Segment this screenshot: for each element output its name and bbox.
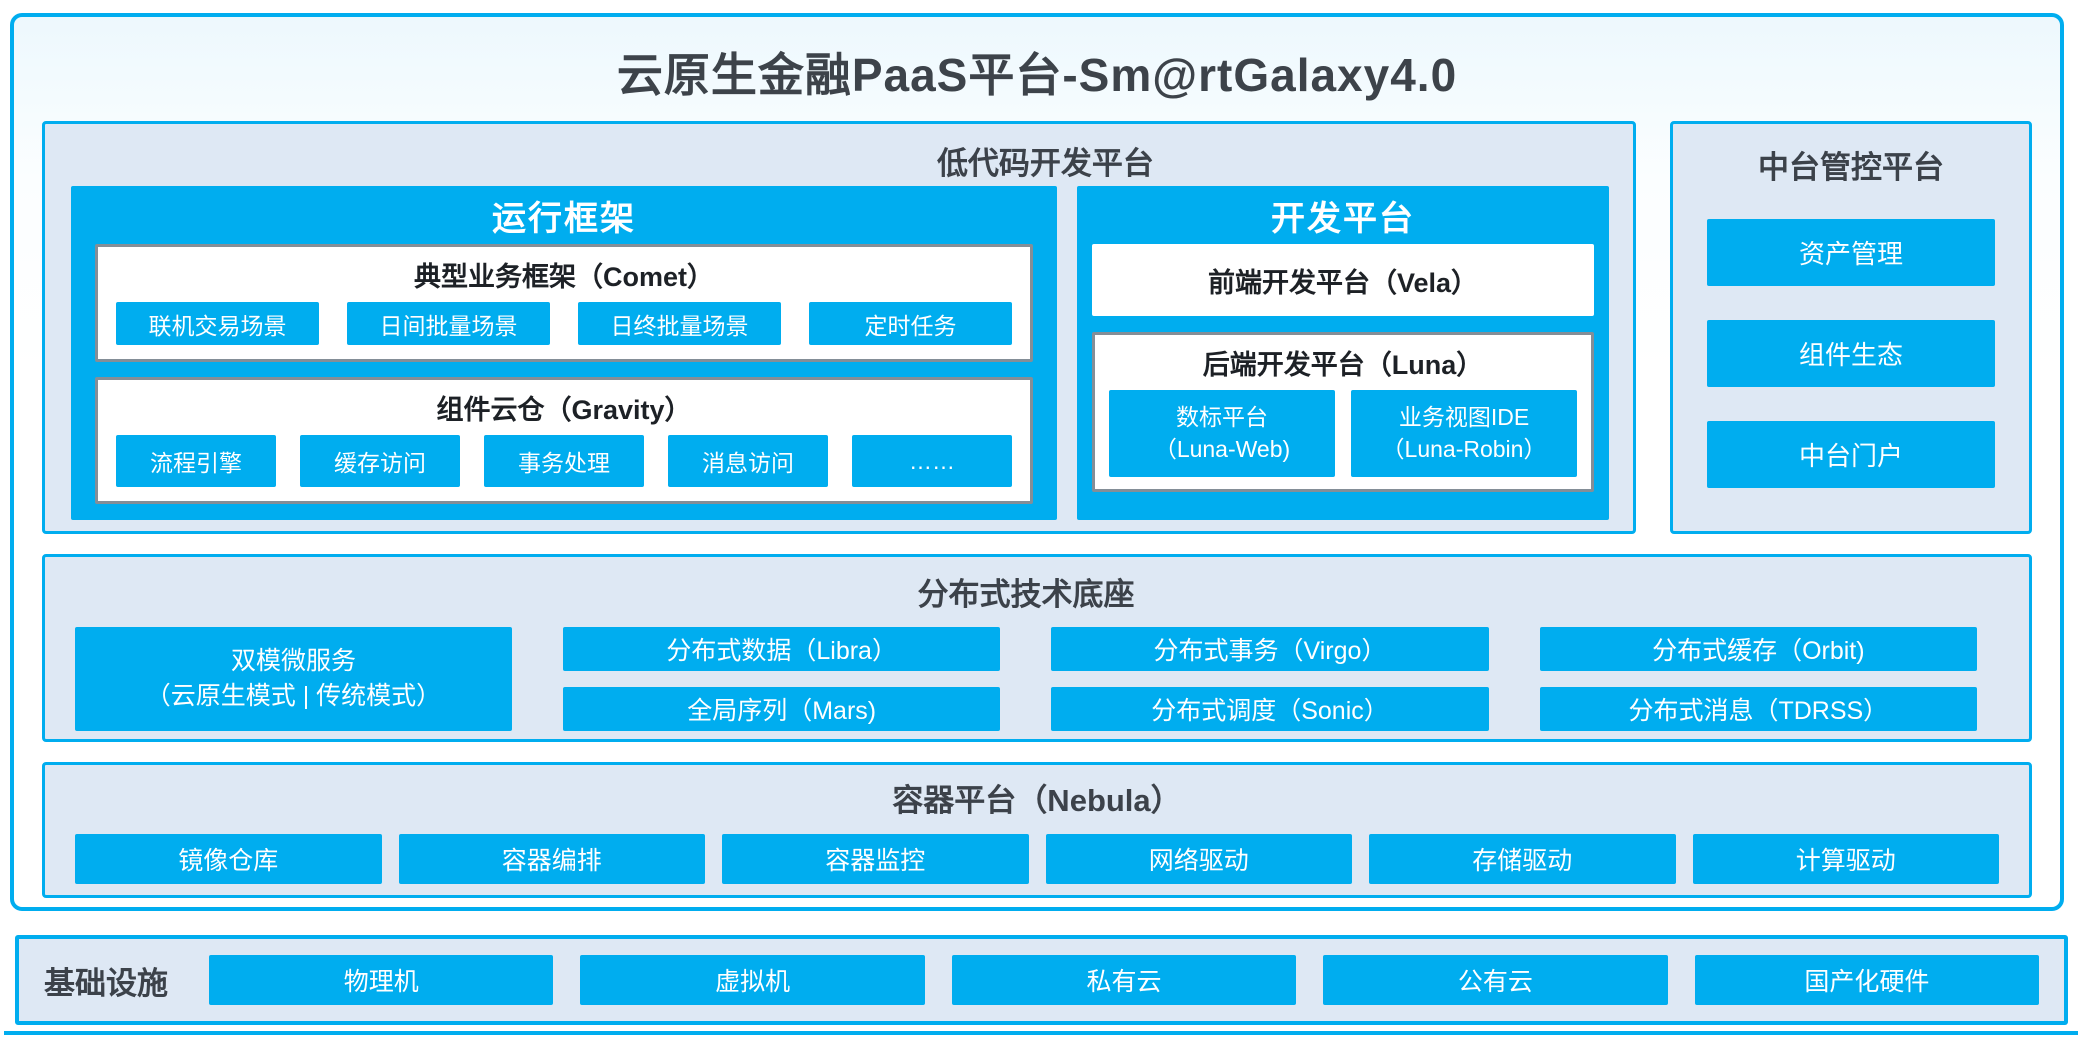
comet-item: 定时任务 — [809, 302, 1012, 345]
luna-robin-item: 业务视图IDE （Luna-Robin） — [1351, 390, 1577, 477]
luna-items-row: 数标平台 （Luna-Web) 业务视图IDE （Luna-Robin） — [1109, 390, 1577, 477]
luna-title: 后端开发平台（Luna） — [1202, 350, 1484, 380]
low-code-body: 运行框架 典型业务框架（Comet） 联机交易场景 日间批量场景 日终批量场景 … — [45, 124, 1633, 520]
distributed-base-title: 分布式技术底座 — [917, 577, 1135, 612]
runtime-framework-title: 运行框架 — [492, 200, 636, 238]
gravity-item: 缓存访问 — [300, 435, 460, 487]
gravity-item: 消息访问 — [668, 435, 828, 487]
gravity-item: 事务处理 — [484, 435, 644, 487]
gravity-title: 组件云仓（Gravity） — [436, 395, 692, 425]
distributed-item: 分布式事务（Virgo） — [1051, 627, 1489, 671]
distributed-item: 分布式调度（Sonic） — [1051, 687, 1489, 731]
infrastructure-panel: 基础设施 物理机 虚拟机 私有云 公有云 国产化硬件 — [15, 935, 2068, 1025]
infrastructure-item: 私有云 — [951, 955, 1297, 1005]
infrastructure-item: 虚拟机 — [580, 955, 925, 1005]
luna-web-item: 数标平台 （Luna-Web) — [1109, 390, 1335, 477]
infrastructure-item: 国产化硬件 — [1694, 955, 2040, 1005]
luna-web-line1: 数标平台 — [1176, 404, 1268, 431]
comet-framework-box: 典型业务框架（Comet） 联机交易场景 日间批量场景 日终批量场景 定时任务 — [95, 244, 1033, 362]
mid-platform-item: 组件生态 — [1707, 320, 1995, 387]
container-item: 容器监控 — [722, 834, 1029, 884]
mid-platform-title: 中台管控平台 — [1758, 150, 1944, 185]
gravity-items-row: 流程引擎 缓存访问 事务处理 消息访问 …… — [116, 435, 1012, 487]
gravity-item: 流程引擎 — [116, 435, 276, 487]
infrastructure-item: 物理机 — [209, 955, 554, 1005]
infrastructure-item: 公有云 — [1323, 955, 1668, 1005]
distributed-item: 分布式缓存（Orbit) — [1539, 627, 1977, 671]
mid-platform-item: 中台门户 — [1707, 421, 1995, 488]
dev-platform-box: 开发平台 前端开发平台（Vela） 后端开发平台（Luna） 数标平台 （Lun… — [1077, 186, 1609, 520]
infrastructure-items-row: 物理机 虚拟机 私有云 公有云 国产化硬件 — [209, 955, 2040, 1005]
dev-platform-title: 开发平台 — [1271, 200, 1415, 238]
infrastructure-title: 基础设施 — [44, 965, 168, 1001]
comet-item: 日终批量场景 — [578, 302, 781, 345]
luna-backend-box: 后端开发平台（Luna） 数标平台 （Luna-Web) 业务视图IDE （Lu… — [1092, 332, 1594, 492]
distributed-item: 全局序列（Mars) — [563, 687, 1001, 731]
comet-title: 典型业务框架（Comet） — [413, 262, 714, 292]
container-items-row: 镜像仓库 容器编排 容器监控 网络驱动 存储驱动 计算驱动 — [75, 834, 1999, 884]
distributed-grid: 双模微服务 （云原生模式 | 传统模式） 分布式数据（Libra） 分布式事务（… — [75, 627, 1977, 731]
bottom-accent-line — [4, 1031, 2078, 1035]
dual-mode-microservice-item: 双模微服务 （云原生模式 | 传统模式） — [75, 627, 512, 731]
container-item: 容器编排 — [398, 834, 705, 884]
luna-robin-line1: 业务视图IDE — [1398, 404, 1530, 431]
gravity-item-more: …… — [852, 435, 1012, 487]
runtime-framework-box: 运行框架 典型业务框架（Comet） 联机交易场景 日间批量场景 日终批量场景 … — [71, 186, 1057, 520]
page-title: 云原生金融PaaS平台-Sm@rtGalaxy4.0 — [616, 49, 1458, 101]
container-platform-title: 容器平台（Nebula） — [892, 783, 1182, 818]
sections-wrapper: 低代码开发平台 运行框架 典型业务框架（Comet） 联机交易场景 日间批量场景… — [14, 121, 2060, 898]
vela-frontend-label: 前端开发平台（Vela） — [1207, 267, 1479, 298]
mid-platform-item: 资产管理 — [1707, 219, 1995, 286]
distributed-item: 分布式数据（Libra） — [563, 627, 1001, 671]
vela-frontend-box: 前端开发平台（Vela） — [1092, 244, 1594, 316]
upper-row: 低代码开发平台 运行框架 典型业务框架（Comet） 联机交易场景 日间批量场景… — [42, 121, 2032, 534]
mid-platform-panel: 中台管控平台 资产管理 组件生态 中台门户 — [1670, 121, 2032, 534]
comet-item: 日间批量场景 — [347, 302, 550, 345]
gravity-warehouse-box: 组件云仓（Gravity） 流程引擎 缓存访问 事务处理 消息访问 …… — [95, 377, 1033, 504]
distributed-item: 分布式消息（TDRSS） — [1539, 687, 1977, 731]
container-item: 网络驱动 — [1045, 834, 1352, 884]
container-item: 存储驱动 — [1369, 834, 1676, 884]
luna-robin-line2: （Luna-Robin） — [1381, 435, 1547, 462]
dual-mode-line1: 双模微服务 — [230, 647, 356, 675]
main-frame: 云原生金融PaaS平台-Sm@rtGalaxy4.0 低代码开发平台 运行框架 … — [10, 13, 2064, 911]
low-code-platform-title: 低代码开发平台 — [936, 146, 1154, 181]
container-item: 计算驱动 — [1692, 834, 1999, 884]
low-code-platform-panel: 低代码开发平台 运行框架 典型业务框架（Comet） 联机交易场景 日间批量场景… — [42, 121, 1636, 534]
comet-item: 联机交易场景 — [116, 302, 319, 345]
distributed-base-panel: 分布式技术底座 双模微服务 （云原生模式 | 传统模式） 分布式数据（Libra… — [42, 554, 2032, 742]
comet-items-row: 联机交易场景 日间批量场景 日终批量场景 定时任务 — [116, 302, 1012, 345]
luna-web-line2: （Luna-Web) — [1153, 435, 1291, 462]
container-item: 镜像仓库 — [75, 834, 382, 884]
container-platform-panel: 容器平台（Nebula） 镜像仓库 容器编排 容器监控 网络驱动 存储驱动 计算… — [42, 762, 2032, 898]
dual-mode-line2: （云原生模式 | 传统模式） — [145, 682, 442, 710]
